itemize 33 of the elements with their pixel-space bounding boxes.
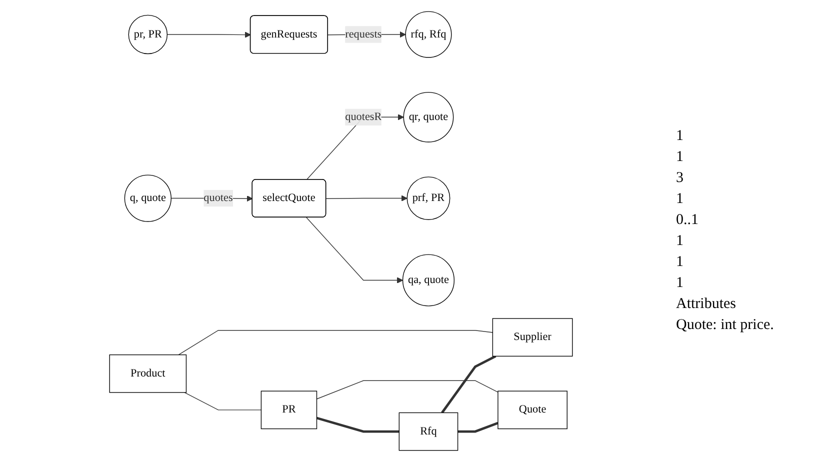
- note-text: Quote: int price.: [676, 317, 775, 334]
- node-box: Rfq: [398, 412, 458, 451]
- multiplicity-label: 1: [676, 191, 684, 208]
- node-box: Supplier: [492, 318, 573, 357]
- multiplicity-label: 3: [676, 170, 684, 187]
- node-circle: qr, quote: [403, 92, 454, 142]
- node-circle: qa, quote: [402, 254, 455, 306]
- edge-label: requests: [345, 28, 382, 40]
- node-box: PR: [260, 390, 318, 430]
- connector: [458, 422, 498, 433]
- multiplicity-label: 1: [676, 275, 684, 292]
- node-box: Quote: [498, 390, 568, 430]
- arrow: [166, 32, 251, 38]
- multiplicity-label: 1: [676, 233, 684, 250]
- multiplicity-label: 0..1: [676, 212, 700, 229]
- node-circle: prf, PR: [406, 176, 450, 220]
- edge-label: quotes: [204, 192, 233, 204]
- connector: [184, 392, 262, 410]
- multiplicity-label: 1: [676, 254, 684, 271]
- edge-label: quotesR: [345, 110, 382, 123]
- node-circle: q, quote: [124, 174, 172, 222]
- note-text: Attributes: [676, 296, 737, 313]
- node-circle: rfq, Rfq: [405, 11, 452, 58]
- multiplicity-label: 1: [676, 128, 684, 145]
- arrow: [326, 195, 408, 202]
- multiplicity-label: 1: [676, 149, 684, 166]
- node-circle: pr, PR: [128, 14, 168, 54]
- node-box: Product: [109, 354, 187, 393]
- connector: [178, 330, 494, 356]
- connector: [441, 355, 496, 414]
- connector: [316, 380, 498, 400]
- connector: [316, 416, 400, 433]
- arrow: [306, 217, 404, 284]
